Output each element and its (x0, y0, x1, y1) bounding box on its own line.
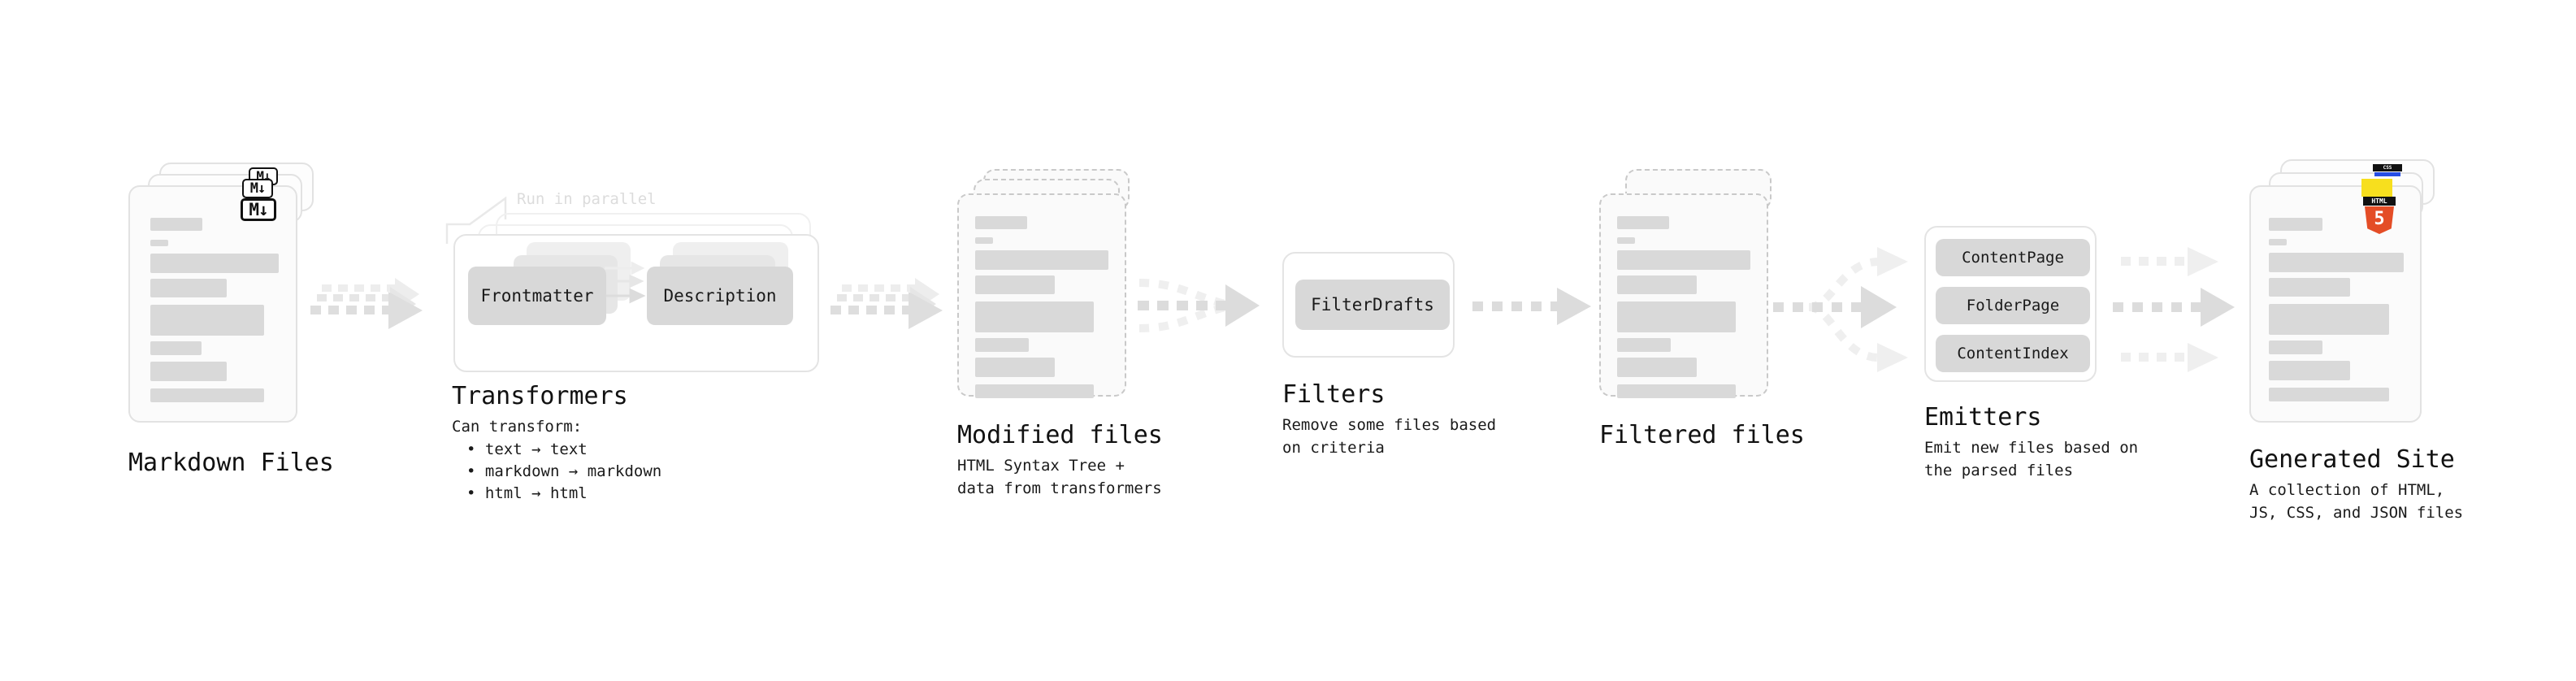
doc-line (975, 250, 1108, 270)
doc-line (150, 305, 264, 336)
transformers-subtitle: Can transform: (452, 418, 583, 436)
connector-filters-to-filtered (1472, 288, 1594, 335)
connector-modified-to-filters (1131, 268, 1277, 366)
run-in-parallel-bracket (445, 196, 507, 244)
doc-line (2269, 304, 2389, 335)
doc-line (1617, 358, 1697, 377)
connector-markdown-to-transformers (310, 278, 432, 340)
filters-group: FilterDrafts (1282, 252, 1455, 358)
transformer-pill-description[interactable]: Description (647, 267, 793, 325)
doc-line (1617, 301, 1736, 332)
doc-line (150, 362, 227, 381)
doc-line (975, 338, 1029, 352)
modified-files-title: Modified files (957, 421, 1163, 449)
markdown-files-stack: M↓ M↓ M↓ (128, 163, 315, 423)
emitter-pill-contentpage[interactable]: ContentPage (1936, 239, 2090, 276)
doc-line (975, 216, 1027, 229)
filtered-files-stack (1599, 169, 1786, 429)
css3-icon: CSS (2373, 164, 2402, 177)
transformers-bullet-1: • markdown → markdown (466, 462, 662, 480)
doc-line (150, 240, 168, 246)
connector-transformers-to-modified (830, 278, 952, 340)
doc-line (975, 301, 1094, 332)
doc-line (975, 275, 1055, 294)
filtered-files-title: Filtered files (1599, 421, 1805, 449)
markdown-files-title: Markdown Files (128, 449, 334, 477)
doc-line (975, 384, 1094, 398)
doc-line (2269, 239, 2287, 245)
doc-line (975, 237, 993, 244)
modified-sheet-front (957, 193, 1126, 398)
javascript-icon (2361, 179, 2392, 197)
markdown-icon-mid: M↓ (242, 179, 273, 198)
filters-subtitle: Remove some files based on criteria (1282, 416, 1497, 457)
filtered-sheet-front (1599, 193, 1768, 398)
markdown-sheet-front (128, 185, 297, 423)
css3-icon-label: CSS (2373, 164, 2402, 171)
doc-line (2269, 218, 2322, 231)
emitters-subtitle: Emit new files based on the parsed files (1924, 439, 2139, 479)
generated-site-subtitle: A collection of HTML, JS, CSS, and JSON … (2249, 481, 2464, 522)
css3-icon-bar (2374, 172, 2400, 176)
doc-line (1617, 237, 1635, 244)
connector-emitters-to-site (2113, 234, 2251, 380)
markdown-icon: M↓ (241, 198, 276, 221)
emitter-pill-contentindex[interactable]: ContentIndex (1936, 335, 2090, 372)
doc-line (150, 388, 264, 402)
transformer-pill-frontmatter[interactable]: Frontmatter (468, 267, 606, 325)
doc-line (975, 358, 1055, 377)
doc-line (150, 218, 202, 231)
doc-line (1617, 216, 1669, 229)
doc-line (2269, 340, 2322, 354)
generated-site-stack: CSS HTML 5 (2249, 159, 2444, 423)
site-sheet-html (2249, 185, 2422, 423)
emitters-group: ContentPage FolderPage ContentIndex (1924, 226, 2097, 382)
modified-files-stack (957, 169, 1144, 429)
doc-line (1617, 384, 1736, 398)
modified-files-subtitle: HTML Syntax Tree + data from transformer… (957, 457, 1162, 497)
doc-line (150, 341, 202, 355)
doc-line (2269, 253, 2404, 272)
doc-line (2269, 388, 2389, 401)
doc-line (1617, 338, 1671, 352)
transformers-title: Transformers (452, 382, 628, 410)
emitters-title: Emitters (1924, 403, 2042, 432)
doc-line (150, 279, 227, 297)
transformers-bullet-2: • html → html (466, 484, 588, 502)
doc-line (2269, 361, 2350, 380)
html5-icon-shield: 5 (2365, 206, 2394, 234)
html5-icon-label: HTML (2363, 197, 2396, 206)
doc-line (150, 254, 279, 273)
filters-title: Filters (1282, 380, 1386, 409)
transformers-bullet-0: • text → text (466, 440, 588, 458)
emitter-pill-folderpage[interactable]: FolderPage (1936, 287, 2090, 324)
doc-line (1617, 250, 1750, 270)
filter-pill-filterdrafts[interactable]: FilterDrafts (1295, 280, 1450, 330)
generated-site-title: Generated Site (2249, 445, 2455, 474)
run-in-parallel-note: Run in parallel (517, 190, 657, 208)
transformers-group: Run in parallel Frontmatter Description (445, 190, 827, 379)
html5-icon: HTML 5 (2363, 197, 2396, 234)
connector-filtered-to-emitters (1773, 234, 1928, 380)
doc-line (1617, 275, 1697, 294)
doc-line (2269, 278, 2350, 297)
